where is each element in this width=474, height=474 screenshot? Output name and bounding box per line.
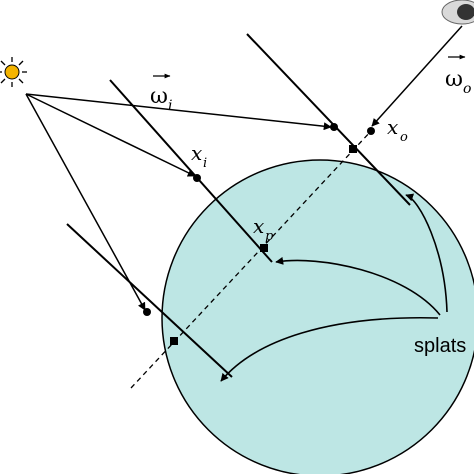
svg-text:p: p	[265, 229, 274, 244]
splat-arrow-middle	[275, 256, 441, 316]
point-square-lower	[170, 337, 178, 345]
svg-text:i: i	[168, 98, 172, 114]
svg-text:ω: ω	[445, 67, 463, 92]
light-ray-to-xi	[25, 93, 196, 177]
sun-icon	[0, 57, 27, 87]
point-xi	[193, 174, 201, 182]
light-ray-to-xo	[25, 93, 332, 131]
svg-text:ω: ω	[150, 84, 168, 109]
view-ray	[371, 25, 463, 127]
surface-line-xi	[109, 79, 273, 263]
surface-line-xo	[246, 33, 411, 206]
xp-label: x p	[253, 214, 274, 244]
eye-icon	[441, 0, 474, 25]
point-square-xo	[349, 145, 357, 153]
svg-text:x: x	[253, 214, 264, 238]
svg-text:o: o	[400, 130, 408, 145]
xi-label: x i	[191, 141, 207, 171]
point-xo	[367, 127, 375, 135]
splats-label: splats	[414, 335, 466, 357]
light-ray-lower	[25, 93, 146, 311]
point-xo-entry	[330, 123, 338, 131]
svg-text:i: i	[203, 156, 207, 171]
svg-text:o: o	[463, 81, 471, 97]
translucent-sphere	[161, 159, 474, 474]
splat-arrow-lower	[220, 316, 439, 382]
xo-label: x o	[387, 115, 408, 145]
point-lower-entry	[143, 308, 151, 316]
omega-i-label: ω i	[150, 73, 172, 114]
svg-text:x: x	[387, 115, 398, 139]
svg-text:x: x	[191, 141, 202, 165]
splat-arrow-upper	[405, 193, 448, 313]
omega-o-label: ω o	[445, 54, 471, 97]
surface-line-lower	[66, 223, 233, 378]
point-xp	[260, 244, 268, 252]
